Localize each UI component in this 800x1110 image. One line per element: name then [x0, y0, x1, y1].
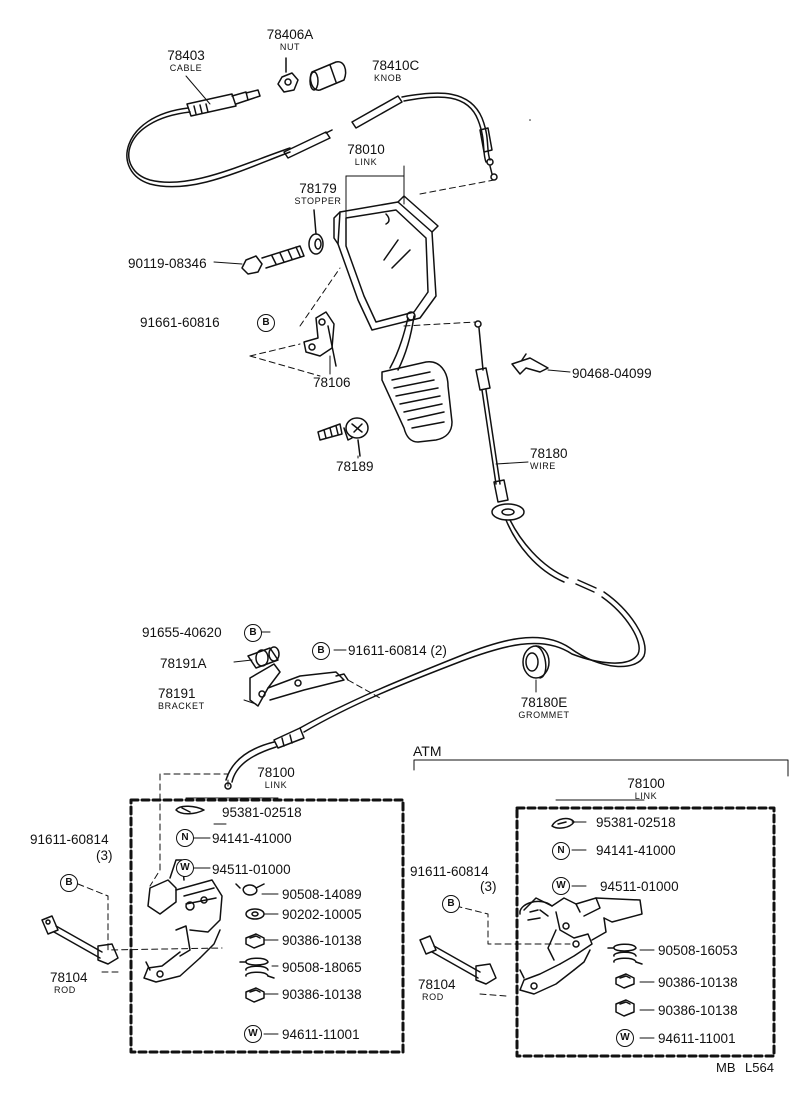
label-grommet: 78180E GROMMET: [518, 695, 569, 720]
part-number: 78100: [627, 776, 665, 791]
label-mt-item: 94511-01000: [212, 862, 291, 877]
part-number: 78191: [158, 686, 196, 701]
part-name: KNOB: [374, 73, 402, 83]
symbol-w-icon: W: [244, 1025, 262, 1043]
part-name: WIRE: [530, 461, 556, 471]
nut-drawing: [277, 57, 299, 93]
part-name: GROMMET: [518, 710, 570, 720]
pedal-drawing: [333, 195, 453, 443]
symbol-b-icon: B: [244, 624, 262, 642]
part-number: 78104: [418, 977, 456, 992]
part-name: NUT: [279, 42, 301, 52]
label-atm-item: 90386-10138: [658, 975, 738, 990]
part-number: 78403: [167, 48, 205, 63]
label-atm-item: 94141-41000: [596, 843, 676, 858]
label-mt-item: 94141-41000: [212, 831, 292, 846]
part-number: 78010: [347, 142, 385, 157]
label-mt-item: 90202-10005: [282, 907, 362, 922]
leader-lines: [185, 75, 789, 1039]
mt-link-assembly-drawing: [41, 805, 275, 1003]
label-link-top: 78010 LINK: [347, 142, 385, 167]
part-name: LINK: [634, 791, 658, 801]
label-mt-item: 90386-10138: [282, 933, 362, 948]
label-atm-link: 78100 LINK: [627, 776, 665, 801]
label-mt-item: 94611-11001: [282, 1027, 360, 1042]
part-number: 78180E: [520, 695, 568, 710]
label-stop-bolt: 78189: [336, 459, 374, 474]
label-mt-bolt-qty: (3): [96, 848, 113, 863]
label-atm-item: 95381-02518: [596, 815, 676, 830]
part-name: BRACKET: [158, 701, 205, 711]
symbol-w-icon: W: [616, 1029, 634, 1047]
knob-drawing: [309, 61, 347, 91]
stop-bolt-drawing: [317, 417, 369, 457]
footer-code-mb: MB: [716, 1060, 736, 1075]
wire-drawing: [224, 119, 646, 790]
label-mt-rod: 78104 ROD: [50, 970, 88, 995]
symbol-b-icon: B: [442, 895, 460, 913]
atm-link-assembly-drawing: [419, 817, 643, 1017]
label-bracket: 78191 BRACKET: [158, 686, 205, 711]
label-cable: 78403 CABLE: [167, 48, 205, 73]
part-name: LINK: [354, 157, 378, 167]
label-atm-bolt: 91611-60814: [410, 864, 489, 879]
label-atm-item: 90508-16053: [658, 943, 738, 958]
part-number: 78179: [299, 181, 337, 196]
stopper-drawing: [308, 209, 324, 255]
bracket-78106-drawing: [303, 311, 337, 367]
label-atm-rod: 78104 ROD: [418, 977, 456, 1002]
label-atm-item: 94611-11001: [658, 1031, 736, 1046]
part-number: 78410C: [372, 58, 420, 73]
symbol-b-icon: B: [312, 642, 330, 660]
footer-code-l564: L564: [745, 1060, 774, 1075]
part-number: 78406A: [266, 27, 314, 42]
label-knob: 78410C KNOB: [372, 58, 419, 83]
dashed-guide-lines: [77, 179, 571, 997]
part-number: 78104: [50, 970, 88, 985]
part-name: STOPPER: [294, 196, 342, 206]
link-boxes: [129, 798, 776, 1058]
label-bolt-b2: 91655-40620: [142, 625, 222, 640]
label-atm-item: 90386-10138: [658, 1003, 738, 1018]
label-mt-item: 95381-02518: [222, 805, 302, 820]
grommet-drawing: [522, 645, 550, 679]
symbol-b-icon: B: [60, 874, 78, 892]
label-mt-bolt: 91611-60814: [30, 832, 109, 847]
label-atm-item: 94511-01000: [600, 879, 679, 894]
label-bracket-small: 78106: [313, 375, 351, 390]
label-bolt-b3: 91611-60814 (2): [348, 643, 447, 658]
label-atm-bolt-qty: (3): [480, 879, 497, 894]
symbol-w-icon: W: [552, 877, 570, 895]
part-number: 78100: [257, 765, 295, 780]
part-name: ROD: [422, 992, 444, 1002]
label-bolt-b: 91661-60816: [140, 315, 220, 330]
label-clip: 90468-04099: [572, 366, 652, 381]
symbol-n-icon: N: [176, 829, 194, 847]
part-name: LINK: [264, 780, 288, 790]
label-nut: 78406A NUT: [267, 27, 314, 52]
label-bolt: 90119-08346: [128, 256, 207, 271]
symbol-w-icon: W: [176, 859, 194, 877]
atm-section-label: ATM: [413, 743, 442, 759]
part-name: ROD: [54, 985, 76, 995]
symbol-b-icon: B: [257, 314, 275, 332]
part-name: CABLE: [169, 63, 203, 73]
label-mt-item: 90508-18065: [282, 960, 362, 975]
label-mt-item: 90386-10138: [282, 987, 362, 1002]
part-number: 78180: [530, 446, 568, 461]
symbol-n-icon: N: [552, 842, 570, 860]
label-mt-item: 90508-14089: [282, 887, 362, 902]
clip-drawing: [511, 353, 549, 375]
cable-drawing: [126, 89, 498, 188]
label-stopper: 78179 STOPPER: [294, 181, 341, 206]
label-mt-link: 78100 LINK: [257, 765, 295, 790]
bracket-78191-drawing: [247, 646, 349, 707]
label-78191a: 78191A: [160, 656, 207, 671]
label-wire: 78180 WIRE: [530, 446, 568, 471]
bolt-drawing: [241, 245, 305, 275]
